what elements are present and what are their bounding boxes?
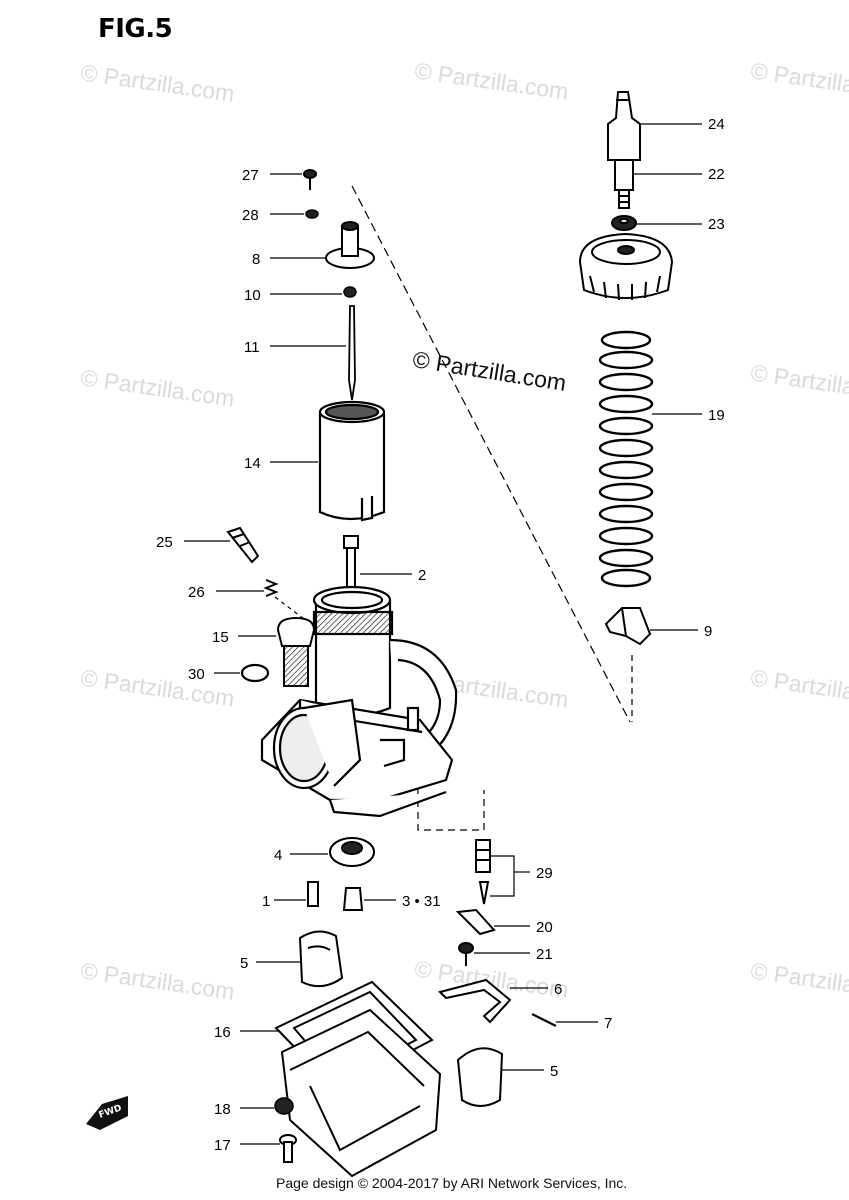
callout-10: 10	[244, 287, 261, 304]
callout-22: 22	[708, 166, 725, 183]
part-2-needle-jet	[343, 535, 359, 607]
callout-28: 28	[242, 207, 259, 224]
callout-14: 14	[244, 455, 261, 472]
callout-1: 1	[262, 893, 270, 910]
callout-26: 26	[188, 584, 205, 601]
part-top-cap	[578, 232, 674, 301]
callout-19: 19	[708, 407, 725, 424]
callout-17: 17	[214, 1137, 231, 1154]
part-10-clip	[343, 286, 357, 298]
part-9-retainer	[604, 607, 652, 646]
footer-copyright: Page design © 2004-2017 by ARI Network S…	[276, 1175, 628, 1191]
part-18-plug	[274, 1097, 294, 1115]
part-19-spring	[598, 330, 654, 588]
callout-leaders	[184, 123, 702, 1145]
callout-27: 27	[242, 167, 259, 184]
part-1-pilot-jet	[307, 881, 319, 907]
part-30-o-ring	[240, 663, 270, 683]
callout-4: 4	[274, 847, 282, 864]
part-23-nut	[611, 215, 637, 231]
callout-24: 24	[708, 116, 725, 133]
callout-15: 15	[212, 629, 229, 646]
part-11-jet-needle	[348, 305, 356, 401]
part-15-starter-cap	[276, 616, 316, 687]
part-26-spring	[263, 579, 279, 597]
callout-8: 8	[252, 251, 260, 268]
callout-7: 7	[604, 1015, 612, 1032]
callout-30: 30	[188, 666, 205, 683]
callout-3-31: 3 • 31	[402, 893, 441, 910]
part-29-float-valve	[475, 839, 491, 905]
callout-23: 23	[708, 216, 725, 233]
callout-2: 2	[418, 567, 426, 584]
figure-title: FIG.5	[98, 14, 173, 44]
part-24-cable-cap	[607, 91, 641, 161]
part-20-plate	[455, 908, 496, 936]
callout-5b: 5	[550, 1063, 558, 1080]
part-5-float-right	[456, 1047, 504, 1107]
callout-16: 16	[214, 1024, 231, 1041]
part-4-boot	[329, 837, 375, 867]
callout-21: 21	[536, 946, 553, 963]
callout-6: 6	[554, 981, 562, 998]
callout-18: 18	[214, 1101, 231, 1118]
part-28-washer	[305, 209, 319, 219]
callout-9: 9	[704, 623, 712, 640]
callout-20: 20	[536, 919, 553, 936]
callout-25: 25	[156, 534, 173, 551]
callout-5: 5	[240, 955, 248, 972]
carburetor-body	[260, 585, 458, 818]
part-3-main-jet	[342, 887, 364, 911]
part-22-adjuster	[614, 159, 634, 209]
guide-lines	[274, 185, 633, 831]
part-7-pin	[531, 1013, 557, 1027]
part-5-float	[298, 930, 344, 988]
callout-labels: 24 22 23 19 9 27 28 8 10 11 14 25 2 26 1…	[156, 116, 725, 1154]
float-bowl	[280, 1008, 442, 1178]
part-17-drain-screw	[279, 1134, 297, 1163]
front-direction-arrow: FWD	[86, 1096, 128, 1130]
part-6-float-arm	[438, 978, 512, 1024]
part-14-throttle-valve	[318, 400, 386, 522]
callout-11: 11	[244, 339, 260, 356]
part-8-needle-plate	[325, 221, 375, 269]
part-25-pilot-screw	[226, 526, 260, 564]
part-27-screw	[303, 169, 317, 190]
part-21-screw	[458, 942, 474, 966]
callout-29: 29	[536, 865, 553, 882]
